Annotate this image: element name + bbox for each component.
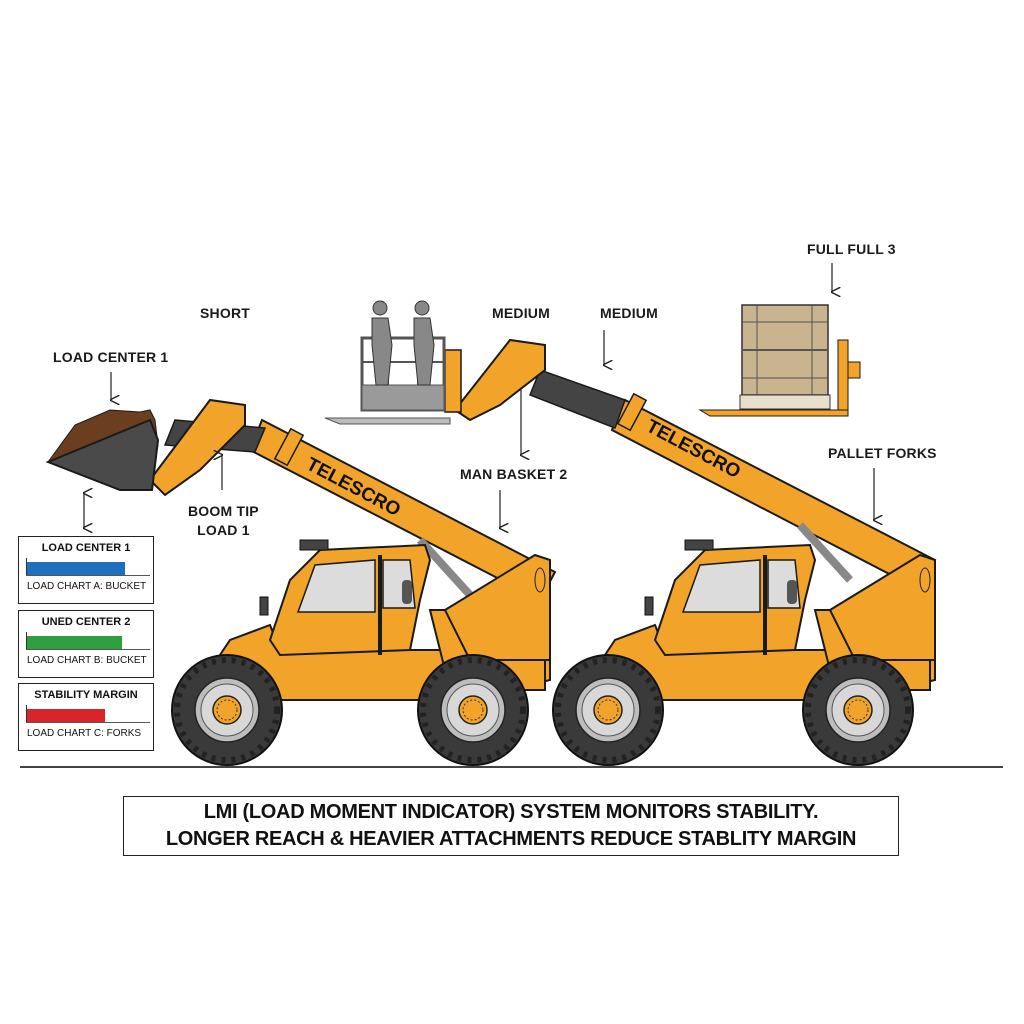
load-chart-b-caption: LOAD CHART B: BUCKET: [27, 655, 147, 666]
load-chart-a-bar: [27, 562, 125, 575]
load-chart-b: UNED CENTER 2 LOAD CHART B: BUCKET: [18, 610, 154, 678]
lmi-caption-box: LMI (LOAD MOMENT INDICATOR) SYSTEM MONIT…: [123, 796, 899, 856]
label-short: SHORT: [200, 305, 250, 321]
label-pallet-forks: PALLET FORKS: [828, 445, 937, 461]
load-chart-a-title: LOAD CENTER 1: [41, 542, 131, 554]
load-chart-c-bar: [27, 709, 105, 722]
label-load-1: LOAD 1: [197, 522, 250, 538]
load-chart-b-title: UNED CENTER 2: [41, 616, 131, 628]
chart-axis: [26, 705, 27, 722]
load-chart-c-title: STABILITY MARGIN: [34, 689, 138, 701]
load-chart-c: STABILITY MARGIN LOAD CHART C: FORKS: [18, 683, 154, 751]
label-medium-1: MEDIUM: [492, 305, 550, 321]
chart-baseline: [26, 722, 150, 723]
chart-baseline: [26, 649, 150, 650]
chart-axis: [26, 632, 27, 649]
label-full-full: FULL FULL 3: [807, 241, 896, 257]
load-chart-a: LOAD CENTER 1 LOAD CHART A: BUCKET: [18, 536, 154, 604]
caption-line-1: LMI (LOAD MOMENT INDICATOR) SYSTEM MONIT…: [203, 801, 819, 823]
telehandler-left: TELESCRO: [45, 398, 557, 765]
load-chart-a-caption: LOAD CHART A: BUCKET: [27, 581, 147, 592]
load-chart-c-caption: LOAD CHART C: FORKS: [27, 728, 142, 739]
label-medium-2: MEDIUM: [600, 305, 658, 321]
label-man-basket: MAN BASKET 2: [460, 466, 568, 482]
load-chart-b-bar: [27, 636, 122, 649]
caption-line-2: LONGER REACH & HEAVIER ATTACHMENTS REDUC…: [165, 828, 857, 850]
chart-baseline: [26, 575, 150, 576]
chart-axis: [26, 558, 27, 575]
label-boom-tip: BOOM TIP: [188, 503, 259, 519]
label-boom-tip-load: BOOM TIP LOAD 1: [188, 502, 259, 540]
label-load-center-1: LOAD CENTER 1: [53, 349, 169, 365]
